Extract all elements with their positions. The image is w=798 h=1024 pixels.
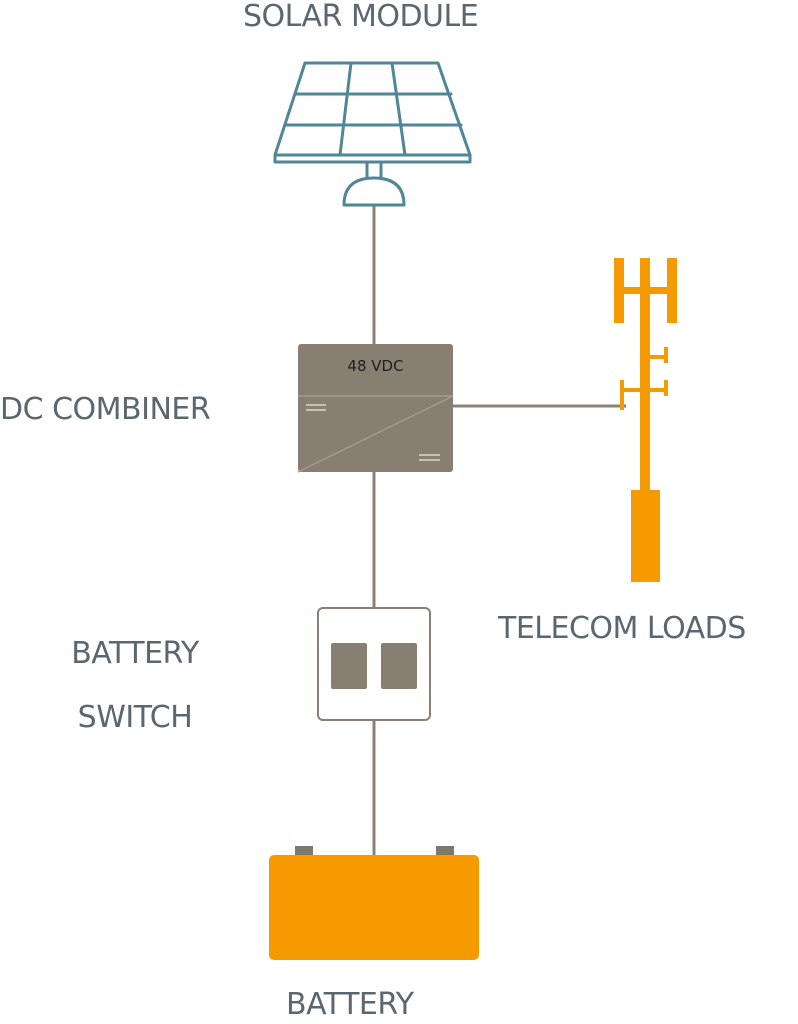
battery-switch-label-line1: BATTERY [71, 636, 199, 671]
solar-module-label: SOLAR MODULE [243, 0, 479, 34]
battery-switch-label: BATTERY SWITCH [40, 622, 230, 750]
switch-icon [317, 607, 431, 721]
battery-icon [269, 846, 479, 960]
dc-combiner-label: DC COMBINER [0, 392, 211, 427]
telecom-loads-label: TELECOM LOADS [498, 611, 746, 646]
dc-combiner-icon [297, 344, 454, 473]
combiner-voltage-label: 48 VDC [347, 357, 404, 375]
battery-label: BATTERY [286, 987, 414, 1022]
cell-tower-icon [614, 258, 677, 582]
battery-switch-label-line2: SWITCH [77, 700, 193, 735]
solar-panel-icon [273, 61, 472, 207]
wires [372, 205, 626, 858]
